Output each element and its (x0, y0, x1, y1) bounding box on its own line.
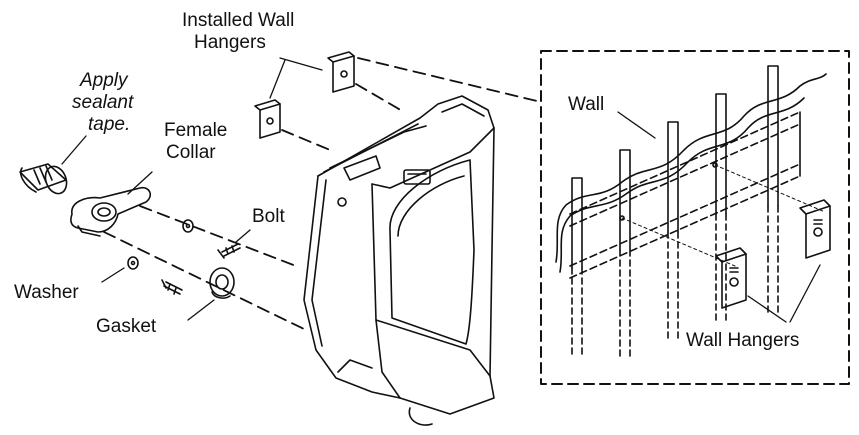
installed-hangers-label-line1: Installed Wall (182, 10, 295, 31)
washer-leader (101, 267, 125, 283)
projection-line-top (357, 57, 542, 103)
apply-label-line1: Apply (80, 70, 128, 91)
installed-hangers-label-line2: Hangers (194, 32, 266, 53)
wall-framing (555, 65, 827, 361)
bolt-label: Bolt (252, 206, 285, 227)
detail-inset-box (540, 50, 850, 385)
wall-hangers-label: Wall Hangers (686, 330, 800, 351)
female-collar (70, 186, 152, 237)
installed-hangers-leader-b (269, 59, 286, 99)
assembly-line-lower (103, 231, 307, 331)
installed-hangers-leader-a (279, 57, 323, 71)
gasket-label: Gasket (96, 316, 157, 337)
washer-upper (182, 219, 194, 233)
washer-label: Washer (14, 282, 79, 303)
female-collar-leader (127, 171, 153, 195)
apply-leader-line (61, 135, 87, 165)
bolt-upper (217, 243, 241, 259)
bolt-leader (235, 229, 251, 243)
assembly-line-upper (139, 205, 297, 267)
wall-hangers-leader-b (789, 264, 821, 323)
gasket (209, 267, 235, 299)
projection-line-upper (355, 83, 405, 113)
female-collar-label-line2: Collar (166, 142, 216, 163)
gasket-leader (187, 299, 215, 321)
wall-hanger-upper (799, 199, 831, 259)
washer-lower (127, 256, 139, 270)
wall-hanger-lower (715, 247, 747, 309)
wall-hangers-leader-a (747, 295, 787, 323)
apply-label-line2: sealant (72, 92, 134, 113)
wall-leader-line (617, 111, 656, 139)
female-collar-label-line1: Female (164, 120, 228, 141)
wall-label: Wall (568, 94, 605, 115)
installed-hanger-right (327, 51, 355, 93)
apply-label-line3: tape. (88, 114, 131, 135)
installed-hanger-left (254, 99, 281, 139)
urinal-fixture (303, 95, 495, 426)
projection-line-lower (281, 129, 331, 151)
sealant-tape-roll (19, 163, 68, 195)
bolt-lower (161, 279, 183, 295)
